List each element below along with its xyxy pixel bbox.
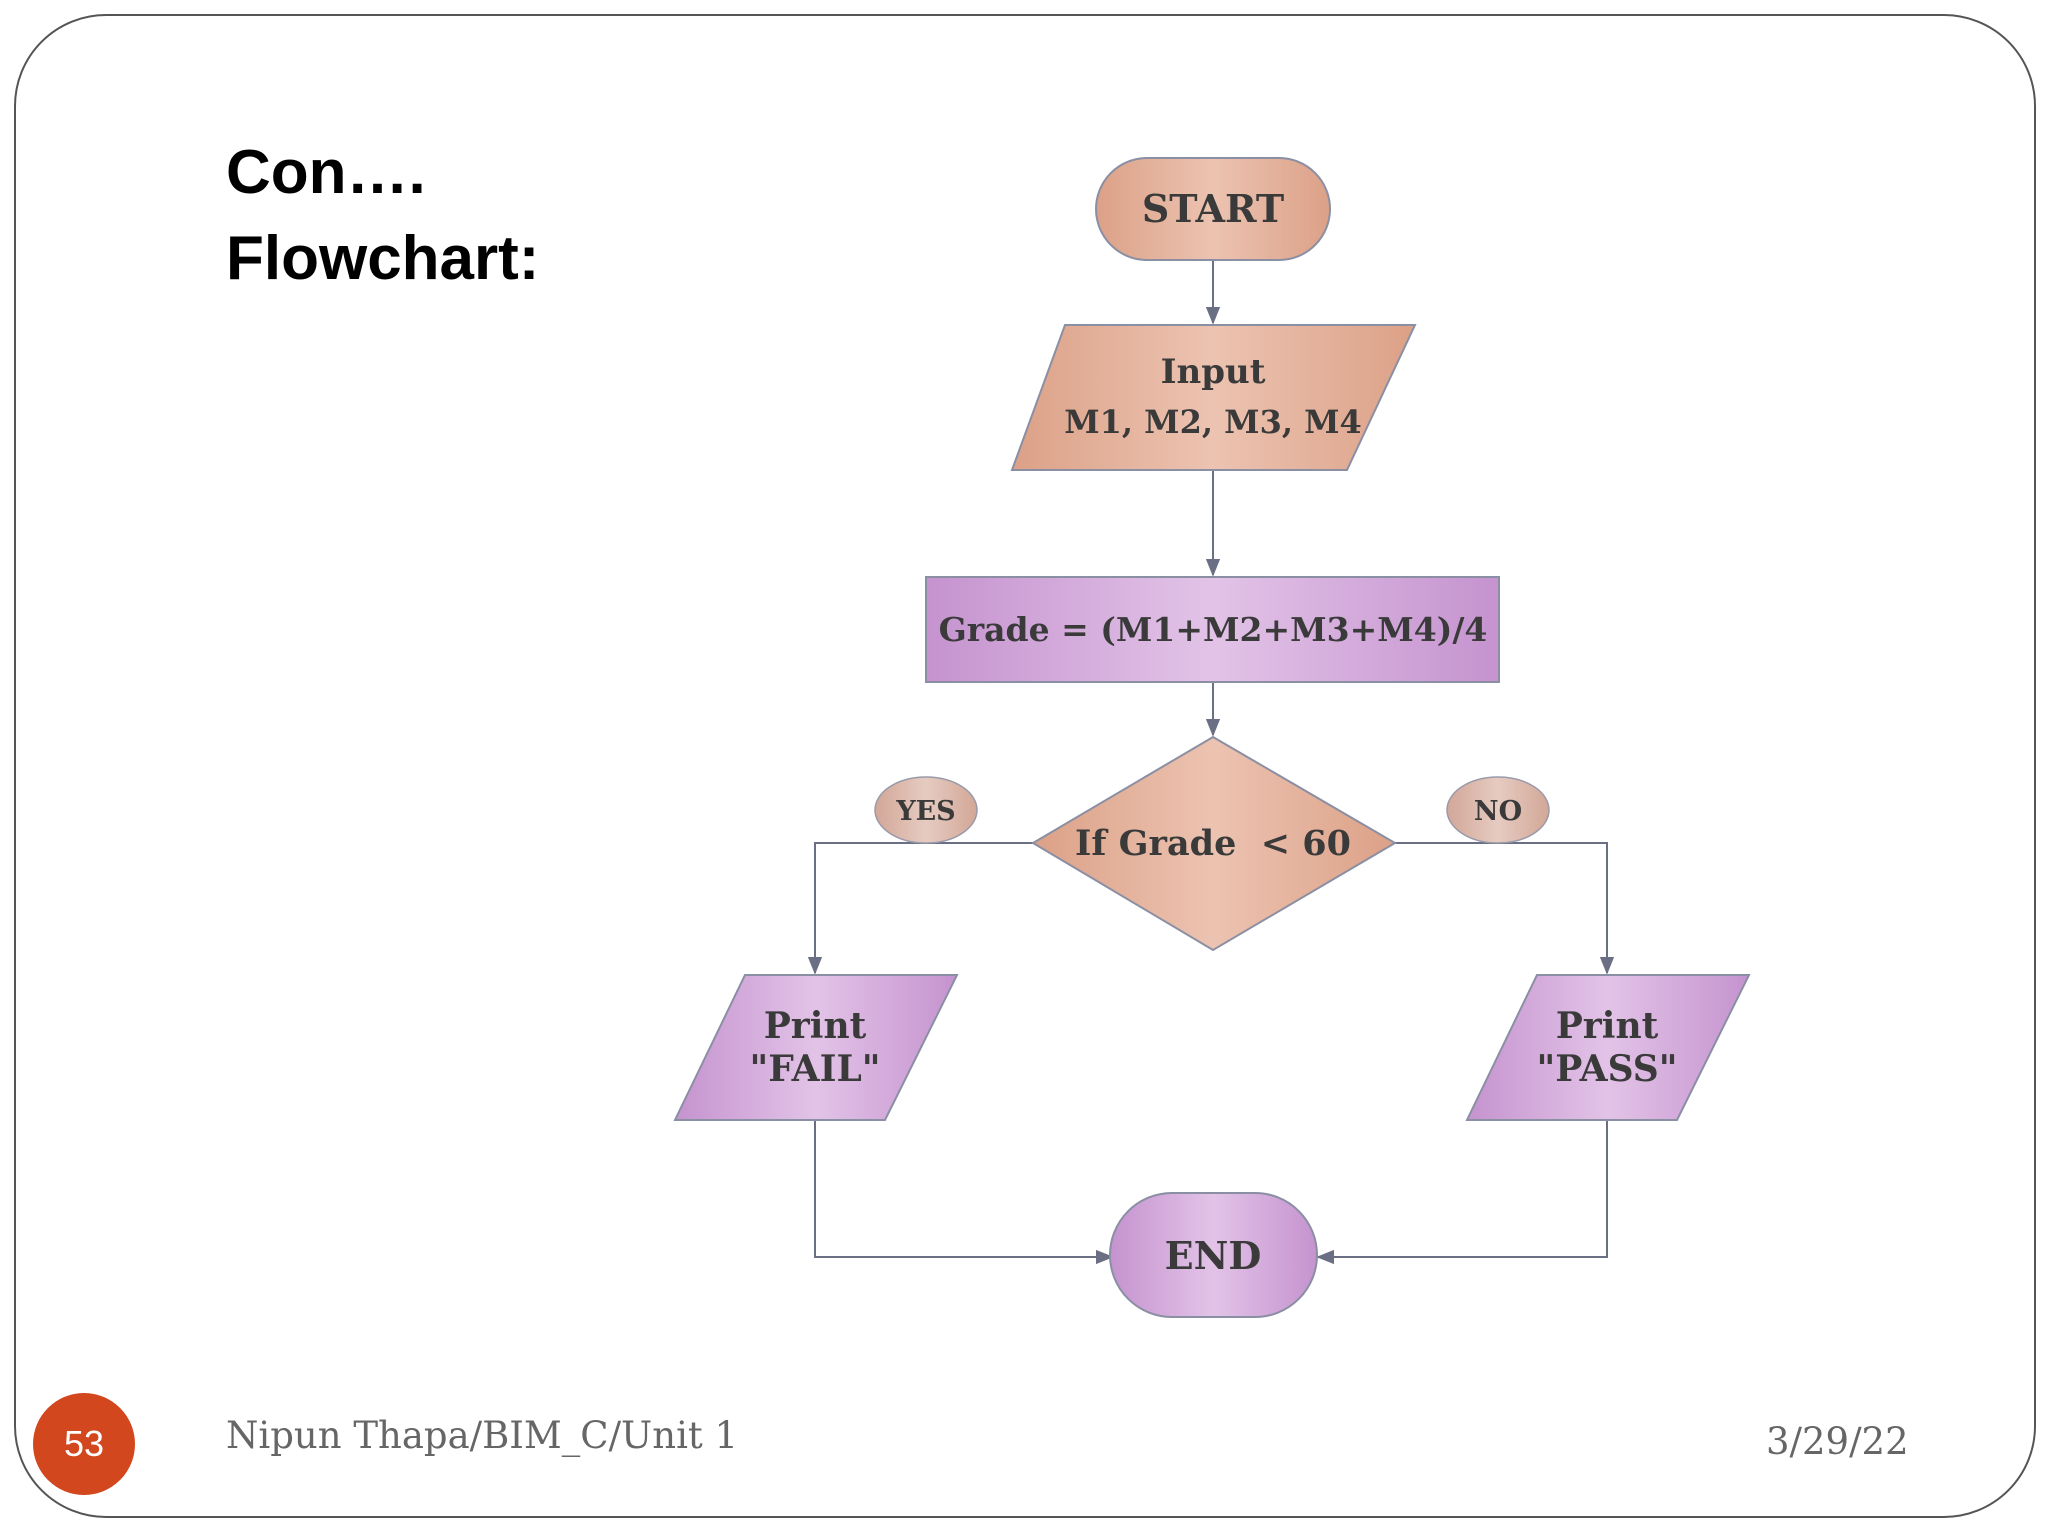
end-node: END [1109,1192,1318,1318]
end-label: END [1165,1233,1262,1278]
connector-fail-end [814,1120,1114,1265]
footer-date: 3/29/22 [1766,1420,1909,1463]
yes-label: YES [895,796,955,827]
title-line-2: Flowchart: [226,224,540,293]
slide-frame [14,14,2036,1518]
start-label: START [1142,186,1284,231]
connector-decision-no [1395,842,1615,975]
input-label-line2: M1, M2, M3, M4 [1064,403,1362,441]
input-label-line1: Input [1161,352,1266,392]
input-node: Input M1, M2, M3, M4 [1010,324,1417,471]
yes-badge: YES [874,776,978,844]
fail-output-node: Print "FAIL" [673,974,959,1121]
fail-label-line2: "FAIL" [749,1048,880,1090]
slide-number-badge: 53 [33,1393,135,1495]
process-node: Grade = (M1+M2+M3+M4)/4 [925,576,1500,683]
fail-label-line1: Print [764,1005,867,1047]
start-node: START [1095,157,1331,261]
process-label: Grade = (M1+M2+M3+M4)/4 [939,610,1488,649]
pass-label-line1: Print [1556,1005,1659,1047]
no-label: NO [1474,796,1522,827]
decision-node: If Grade < 60 [1031,735,1397,952]
title-line-1: Con…. [226,138,426,207]
connectors [807,260,1615,1265]
connector-decision-yes [807,842,1033,975]
pass-output-node: Print "PASS" [1465,974,1751,1121]
footer-author: Nipun Thapa/BIM_C/Unit 1 [226,1414,739,1457]
connector-pass-end [1316,1120,1608,1265]
decision-label: If Grade < 60 [1075,823,1351,864]
no-badge: NO [1446,776,1550,844]
pass-label-line2: "PASS" [1536,1048,1677,1090]
slide-title: Con…. Flowchart: [226,130,539,302]
